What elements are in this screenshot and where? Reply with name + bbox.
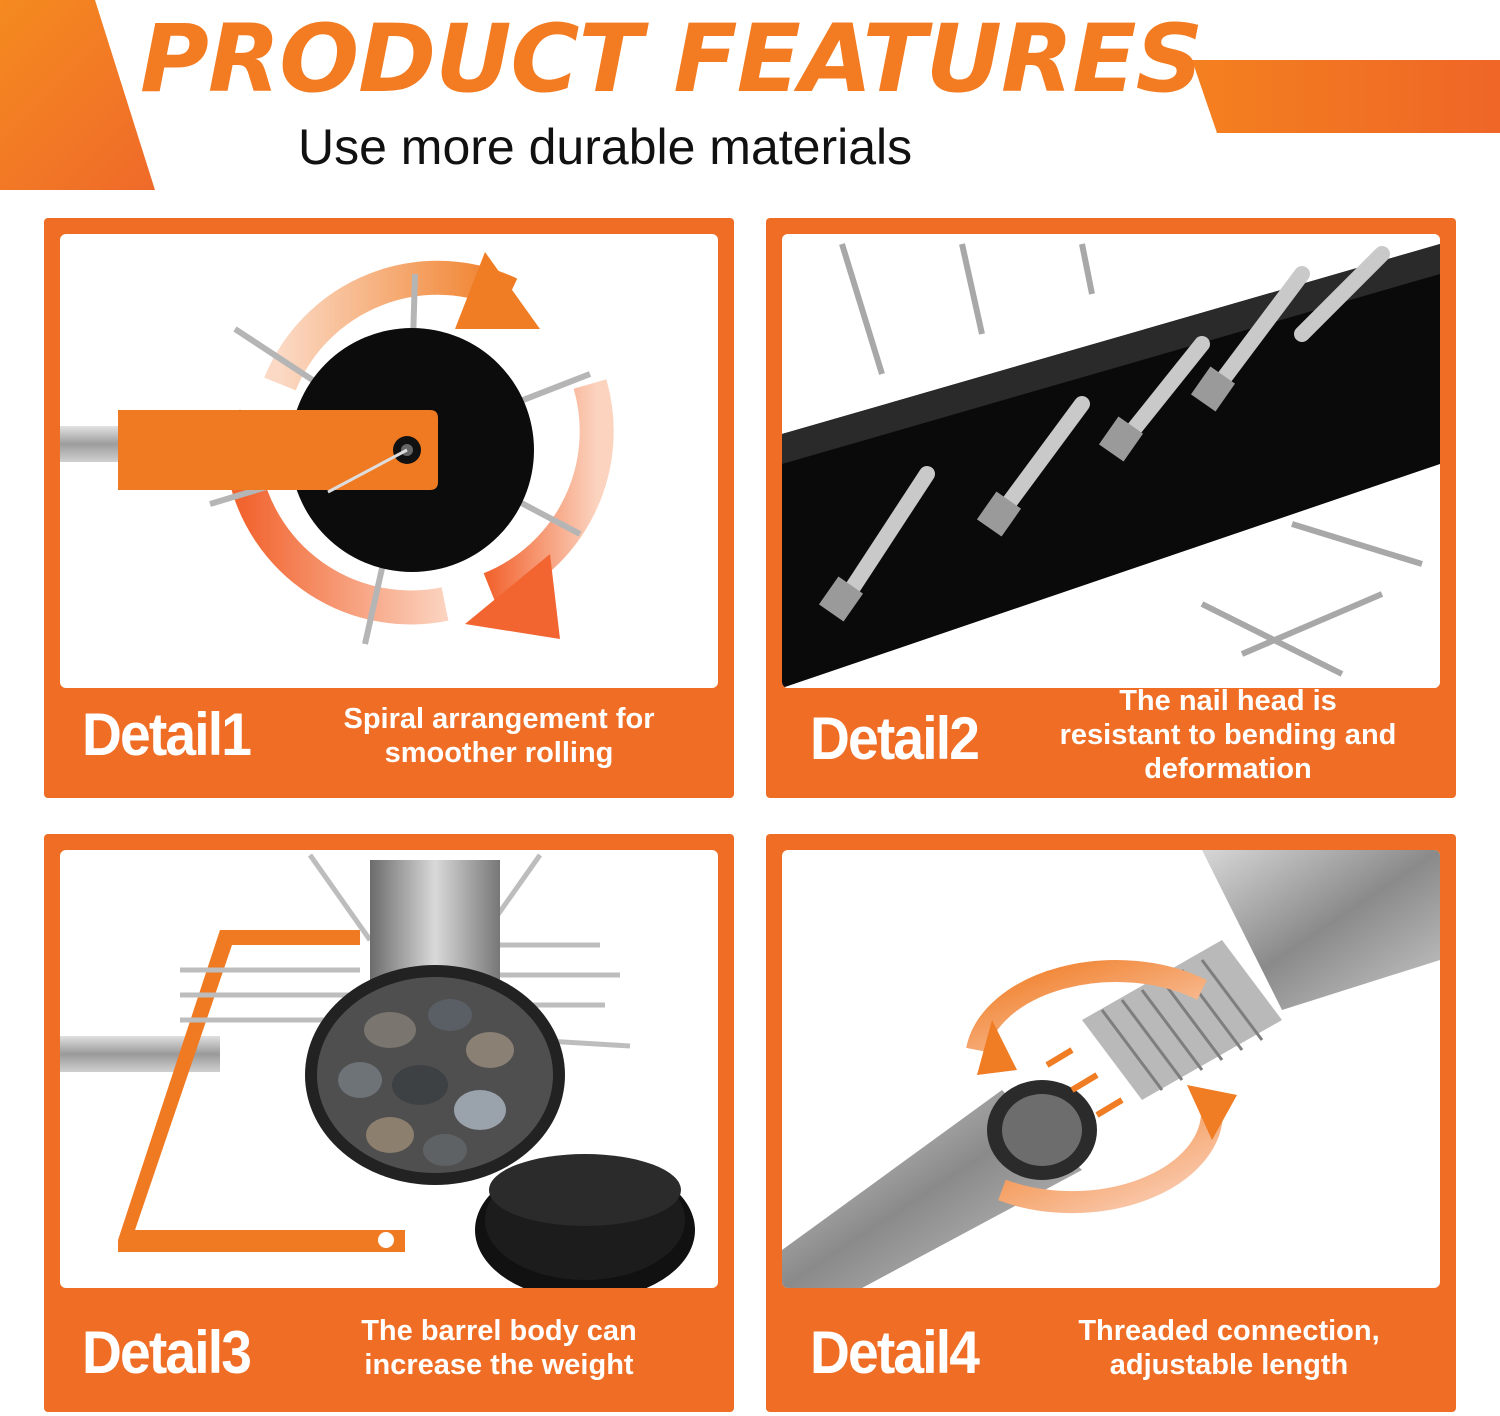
feature-card-detail3: Detail3 The barrel body can increase the… xyxy=(44,834,734,1412)
detail-description: Threaded connection, adjustable length xyxy=(1034,1314,1424,1382)
feature-card-detail4: Detail4 Threaded connection, adjustable … xyxy=(766,834,1456,1412)
detail-description: The nail head is resistant to bending an… xyxy=(1028,684,1428,786)
description-line: resistant to bending and xyxy=(1059,719,1397,751)
detail-description: The barrel body can increase the weight xyxy=(314,1314,684,1382)
detail-title: Detail4 xyxy=(810,1319,980,1386)
description-line: deformation xyxy=(1144,753,1312,785)
stripe-accent-right xyxy=(1192,60,1500,133)
barrel-weight-photo xyxy=(60,850,718,1288)
description-line: adjustable length xyxy=(1109,1349,1349,1381)
detail-title: Detail3 xyxy=(82,1319,252,1386)
detail-title: Detail2 xyxy=(810,705,980,772)
description-line: The nail head is xyxy=(1119,685,1337,717)
spiral-roller-photo xyxy=(60,234,718,688)
description-line: smoother rolling xyxy=(384,737,614,769)
corner-accent-left xyxy=(0,0,155,190)
feature-card-detail2: Detail2 The nail head is resistant to be… xyxy=(766,218,1456,798)
description-line: The barrel body can xyxy=(361,1315,637,1347)
nail-head-photo xyxy=(782,234,1440,688)
page-title: PRODUCT FEATURES xyxy=(140,5,1203,114)
feature-card-detail1: Detail1 Spiral arrangement for smoother … xyxy=(44,218,734,798)
detail-description: Spiral arrangement for smoother rolling xyxy=(294,702,704,770)
description-line: Threaded connection, xyxy=(1078,1315,1380,1347)
page-subtitle: Use more durable materials xyxy=(298,119,913,175)
description-line: Spiral arrangement for xyxy=(343,703,655,735)
description-line: increase the weight xyxy=(364,1349,634,1381)
detail-title: Detail1 xyxy=(82,701,252,768)
threaded-connection-photo xyxy=(782,850,1440,1288)
